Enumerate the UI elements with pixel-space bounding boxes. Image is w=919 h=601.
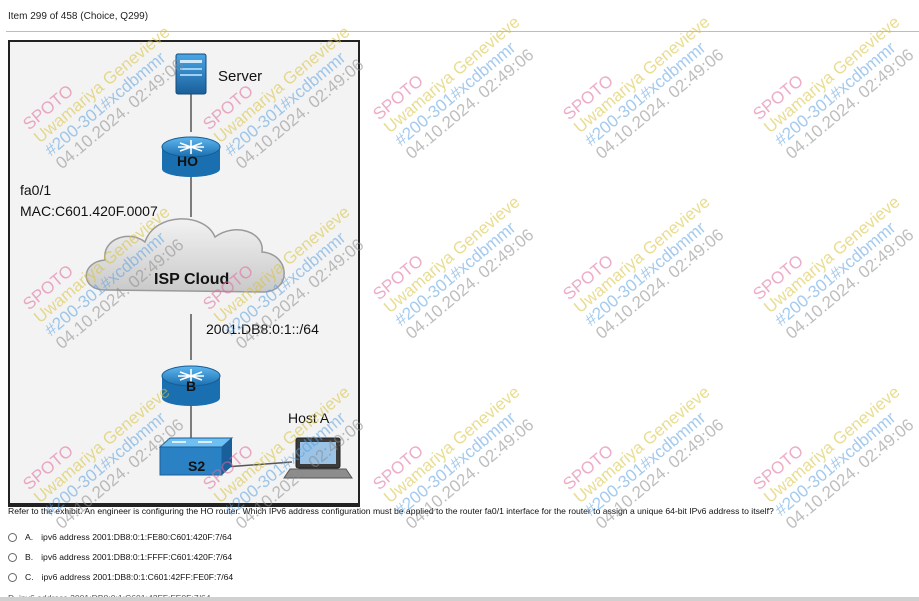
prefix-label: 2001:DB8:0:1::/64 — [206, 321, 319, 337]
watermark-text: #200-301#xcdbmmr — [581, 38, 710, 150]
radio-button[interactable] — [8, 552, 17, 562]
isp-cloud-icon — [85, 218, 285, 293]
answer-option-c[interactable]: C. ipv6 address 2001:DB8:0:1:C601:42FF:F… — [8, 570, 233, 584]
answer-text: ipv6 address 2001:DB8:0:1:FE80:C601:420F… — [41, 532, 232, 542]
router-b-label: B — [186, 378, 197, 394]
question-text: Refer to the exhibit. An engineer is con… — [8, 506, 774, 516]
interface-label: fa0/1 — [20, 182, 52, 198]
switch-s2-label: S2 — [188, 458, 206, 474]
answer-text: ipv6 address 2001:DB8:0:1:C601:42FF:FE0F… — [41, 572, 234, 582]
watermark-text: Uwamariya Genevieve — [760, 382, 904, 507]
host-a-icon — [283, 437, 353, 479]
cloud-label: ISP Cloud — [154, 271, 230, 288]
switch-s2-icon — [158, 437, 234, 476]
watermark-text: SPOTO — [369, 441, 427, 494]
watermark-text: Uwamariya Genevieve — [570, 382, 714, 507]
watermark-text: #200-301#xcdbmmr — [771, 218, 900, 330]
watermark-text: SPOTO — [559, 441, 617, 494]
header-divider — [6, 31, 919, 32]
watermark-text: 04.10.2024. 02:49:06 — [782, 45, 918, 163]
item-counter: Item 299 of 458 (Choice, Q299) — [8, 11, 149, 22]
watermark-text: 04.10.2024. 02:49:06 — [782, 415, 918, 533]
watermark-text: #200-301#xcdbmmr — [581, 408, 710, 520]
answer-option-b[interactable]: B. ipv6 address 2001:DB8:0:1:FFFF:C601:4… — [8, 550, 232, 564]
watermark-text: 04.10.2024. 02:49:06 — [592, 45, 728, 163]
watermark-text: #200-301#xcdbmmr — [771, 408, 900, 520]
mac-label: MAC:C601.420F.0007 — [20, 203, 158, 219]
answer-letter: B. — [25, 552, 34, 562]
watermark-text: Uwamariya Genevieve — [380, 192, 524, 317]
watermark-text: #200-301#xcdbmmr — [391, 218, 520, 330]
topology-diagram — [85, 53, 353, 479]
watermark-text: #200-301#xcdbmmr — [391, 408, 520, 520]
answer-letter: C. — [25, 572, 34, 582]
answer-text: ipv6 address 2001:DB8:0:1:FFFF:C601:420F… — [41, 552, 233, 562]
watermark-text: 04.10.2024. 02:49:06 — [782, 225, 918, 343]
watermark-text: SPOTO — [369, 251, 427, 304]
watermark-text: 04.10.2024. 02:49:06 — [402, 225, 538, 343]
watermark-text: 04.10.2024. 02:49:06 — [402, 45, 538, 163]
watermark-text: SPOTO — [749, 251, 807, 304]
watermark-text: SPOTO — [749, 441, 807, 494]
router-b-icon — [161, 365, 221, 406]
router-ho-icon — [161, 136, 221, 177]
watermark-text: Uwamariya Genevieve — [760, 192, 904, 317]
server-icon — [175, 53, 207, 95]
answer-letter: A. — [25, 532, 34, 542]
router-ho-label: HO — [177, 153, 198, 169]
watermark-text: #200-301#xcdbmmr — [771, 38, 900, 150]
watermark-text: Uwamariya Genevieve — [570, 192, 714, 317]
watermark-text: #200-301#xcdbmmr — [581, 218, 710, 330]
bottom-scroll-bar[interactable] — [0, 597, 919, 601]
radio-button[interactable] — [8, 572, 17, 582]
answer-option-a[interactable]: A. ipv6 address 2001:DB8:0:1:FE80:C601:4… — [8, 530, 232, 544]
link-s2-host — [224, 461, 293, 468]
watermark-text: Uwamariya Genevieve — [380, 382, 524, 507]
watermark-text: #200-301#xcdbmmr — [391, 38, 520, 150]
watermark-text: 04.10.2024. 02:49:06 — [592, 225, 728, 343]
host-a-label: Host A — [288, 410, 330, 426]
network-exhibit: Server HO fa0/1 MAC:C601.420F.0007 ISP C… — [8, 40, 360, 507]
header: Item 299 of 458 (Choice, Q299) — [0, 0, 919, 32]
radio-button[interactable] — [8, 532, 17, 542]
watermark-text: SPOTO — [559, 251, 617, 304]
server-label: Server — [218, 68, 263, 85]
